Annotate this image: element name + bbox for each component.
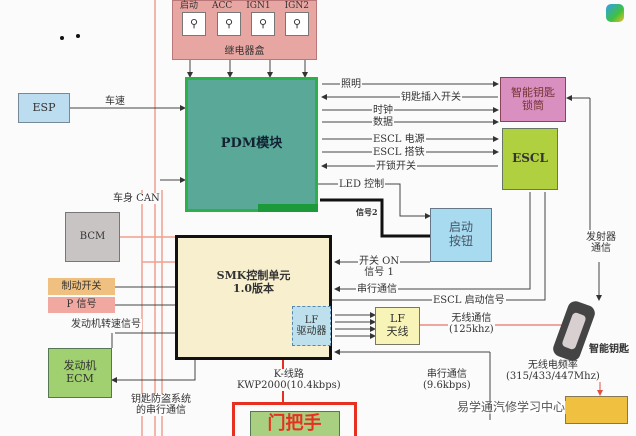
smk-line1: SMK控制单元	[216, 268, 291, 282]
transmitter-line1: 发射器	[586, 232, 616, 243]
start-button-line2: 按钮	[448, 234, 473, 248]
wireless-comm-label: 无线通信(125khz)	[448, 313, 495, 335]
relay-box-title: 继电器盒	[224, 45, 265, 57]
signal-escl-power: ESCL 电源	[372, 134, 426, 145]
relay-box: 启动 ACC IGN1 IGN2 ⚲ ⚲ ⚲ ⚲ 继电器盒	[172, 0, 317, 60]
lf-antenna-line1: LF	[390, 312, 405, 326]
rf-line1: 无线电频率	[527, 360, 578, 371]
rf-line2: (315/433/447Mhz)	[506, 371, 600, 382]
door-handle-label: 门把手	[267, 412, 322, 434]
door-handle-highlight: 门把手	[232, 402, 357, 436]
rf-label: 无线电频率(315/433/447Mhz)	[505, 360, 601, 382]
immobilizer-line2: 的串行通信	[136, 405, 186, 416]
lf-driver-line1: LF	[304, 314, 319, 326]
wireless-line1: 无线通信	[451, 313, 492, 324]
immobilizer-line1: 钥匙防盗系统	[131, 394, 191, 405]
engine-speed-signal: 发动机转速信号	[70, 319, 142, 330]
app-logo-icon	[606, 4, 624, 22]
signal-escl-ground: ESCL 搭铁	[372, 147, 426, 158]
lf-driver-line2: 驱动器	[296, 326, 327, 337]
wireless-line2: (125khz)	[449, 324, 494, 335]
signal-unlock-switch: 开锁开关	[375, 161, 417, 172]
signal-led-control: LED 控制	[338, 179, 386, 190]
signal-vehicle-speed: 车速	[104, 96, 126, 107]
start-button-box: 启动按钮	[430, 208, 492, 262]
relay-icon: ⚲	[217, 12, 241, 36]
serial-comm-2-line2: (9.6kbps)	[423, 380, 471, 391]
relay-label: 启动	[179, 1, 198, 11]
transmitter-comm-label: 发射器通信	[585, 232, 617, 254]
bcm-label: BCM	[79, 231, 106, 243]
relay-label: IGN2	[284, 1, 309, 11]
esp-box: ESP	[18, 93, 70, 123]
bcm-box: BCM	[65, 212, 120, 262]
p-signal-box: P 信号	[48, 297, 115, 313]
escl-box: ESCL	[502, 128, 558, 190]
brake-switch-label: 制动开关	[61, 280, 102, 292]
escl-start-signal: ESCL 启动信号	[432, 295, 506, 306]
signal2-label: 信号2	[355, 207, 379, 217]
smart-key-label: 智能钥匙	[589, 344, 629, 355]
signal-data: 数据	[372, 117, 394, 128]
pdm-module: PDM模块	[185, 77, 318, 212]
signal-lighting: 照明	[340, 79, 362, 90]
p-signal-label: P 信号	[66, 299, 97, 311]
brake-switch-box: 制动开关	[48, 278, 115, 295]
k-line-line2: KWP2000(10.4kbps)	[237, 380, 341, 391]
k-line-line1: K-线路	[273, 369, 304, 380]
dot	[76, 34, 80, 38]
signal-key-insert-switch: 钥匙插入开关	[400, 92, 462, 103]
lf-antenna-line2: 天线	[386, 325, 409, 338]
ecm-line1: 发动机	[63, 359, 97, 373]
yellow-box	[565, 396, 628, 424]
relay-label: ACC	[211, 1, 233, 11]
start-button-line1: 启动	[448, 220, 473, 235]
switch-on-line2: 信号 1	[364, 267, 394, 278]
door-handle-box: 门把手	[249, 411, 340, 436]
esp-label: ESP	[32, 100, 56, 114]
smk-line2: 1.0版本	[232, 281, 275, 295]
pdm-label: PDM模块	[220, 136, 283, 152]
key-cylinder-line2: 锁筒	[522, 98, 544, 112]
relay-icon: ⚲	[251, 12, 275, 36]
signal-clock: 时钟	[372, 105, 394, 116]
relay-label: IGN1	[246, 1, 271, 11]
relay-icon: ⚲	[182, 12, 206, 36]
smart-key-cylinder-box: 智能钥匙锁筒	[500, 77, 566, 122]
escl-label: ESCL	[512, 151, 548, 166]
serial-comm-9600-label: 串行通信(9.6kbps)	[422, 369, 472, 391]
dot	[60, 36, 64, 40]
transmitter-line2: 通信	[591, 243, 611, 254]
serial-comm-2-line1: 串行通信	[426, 369, 467, 380]
body-can-label: 车身 CAN	[112, 193, 161, 204]
watermark: 易学通汽修学习中心	[456, 400, 567, 415]
immobilizer-comm-label: 钥匙防盗系统的串行通信	[130, 394, 192, 416]
ecm-line2: ECM	[66, 372, 94, 385]
key-cylinder-line1: 智能钥匙	[511, 85, 555, 99]
serial-comm-label: 串行通信	[356, 284, 398, 295]
switch-on-line1: 开关 ON	[359, 256, 400, 267]
relay-icon: ⚲	[285, 12, 309, 36]
